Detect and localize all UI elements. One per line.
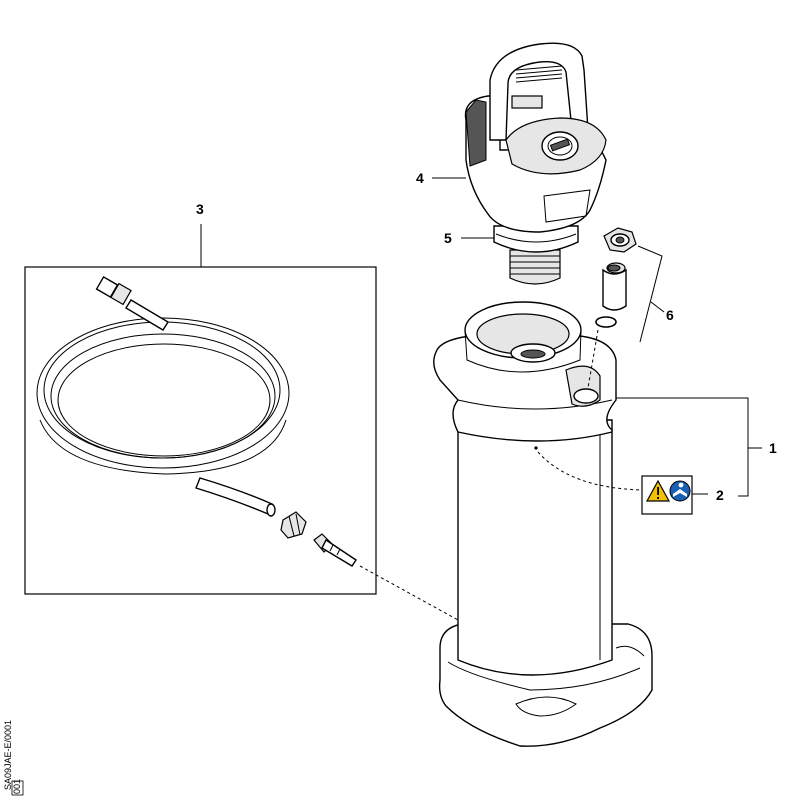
warning-label-group: [537, 451, 708, 515]
hose-wand: [313, 533, 357, 567]
tank-opening-wall: [464, 329, 582, 373]
tank-base-rim: [447, 661, 641, 691]
valve-dashline: [587, 329, 599, 389]
callout-1: 1: [769, 440, 777, 456]
drawing-code-box: [11, 780, 24, 796]
pump-side-panel: [465, 99, 487, 167]
tank-valve-hole: [573, 388, 599, 404]
valve-stem: [602, 262, 627, 311]
callout-3: 3: [196, 201, 204, 217]
callout-1-bracket: [616, 397, 749, 497]
valve-nut: [603, 227, 637, 253]
callout-4: 4: [416, 170, 424, 186]
callout-2: 2: [716, 487, 724, 503]
callout-5: 5: [444, 230, 452, 246]
hose-swivel-nut: [280, 511, 307, 539]
callout-6: 6: [666, 307, 674, 323]
tank-group: [433, 301, 653, 747]
hose-coil-inner: [57, 343, 271, 457]
hose-top-fitting: [95, 275, 132, 306]
pump-collar-ring: [495, 233, 577, 243]
hose-coil-outer: [36, 317, 290, 469]
pump-handle-grip: [511, 65, 563, 109]
tank-base-foot: [515, 696, 577, 717]
tank-body: [457, 419, 613, 676]
label-dashline: [537, 451, 643, 491]
drawing-code-suffix: 001: [12, 779, 22, 794]
read-manual-icon: [669, 480, 691, 502]
callout-6-leader: [650, 301, 665, 313]
pump-thread: [509, 249, 561, 285]
pump-collar: [493, 225, 579, 253]
pump-pressure-cap: [541, 131, 579, 161]
pump-group: [464, 42, 607, 285]
hose-coil-lower: [39, 419, 287, 475]
tank-label-point: [534, 446, 538, 450]
valve-o-ring: [595, 316, 617, 328]
pump-front-panel: [543, 189, 591, 223]
hose-bottom-tail: [195, 477, 273, 515]
tank-base-notch: [615, 645, 645, 657]
tank-opening-hole: [520, 349, 546, 359]
hose-coil-3: [50, 333, 276, 459]
hose-to-tank-dashline: [359, 565, 459, 621]
hose-bottom-end: [266, 503, 276, 517]
hose-assembly-group: [24, 224, 459, 621]
hose-top-tail: [125, 299, 169, 331]
valve-kit-group: [587, 227, 665, 389]
drawing-code: SA09JAE-E/0001: [3, 720, 13, 790]
warning-triangle-icon: [645, 479, 671, 502]
callout-6-bracket: [637, 245, 663, 343]
